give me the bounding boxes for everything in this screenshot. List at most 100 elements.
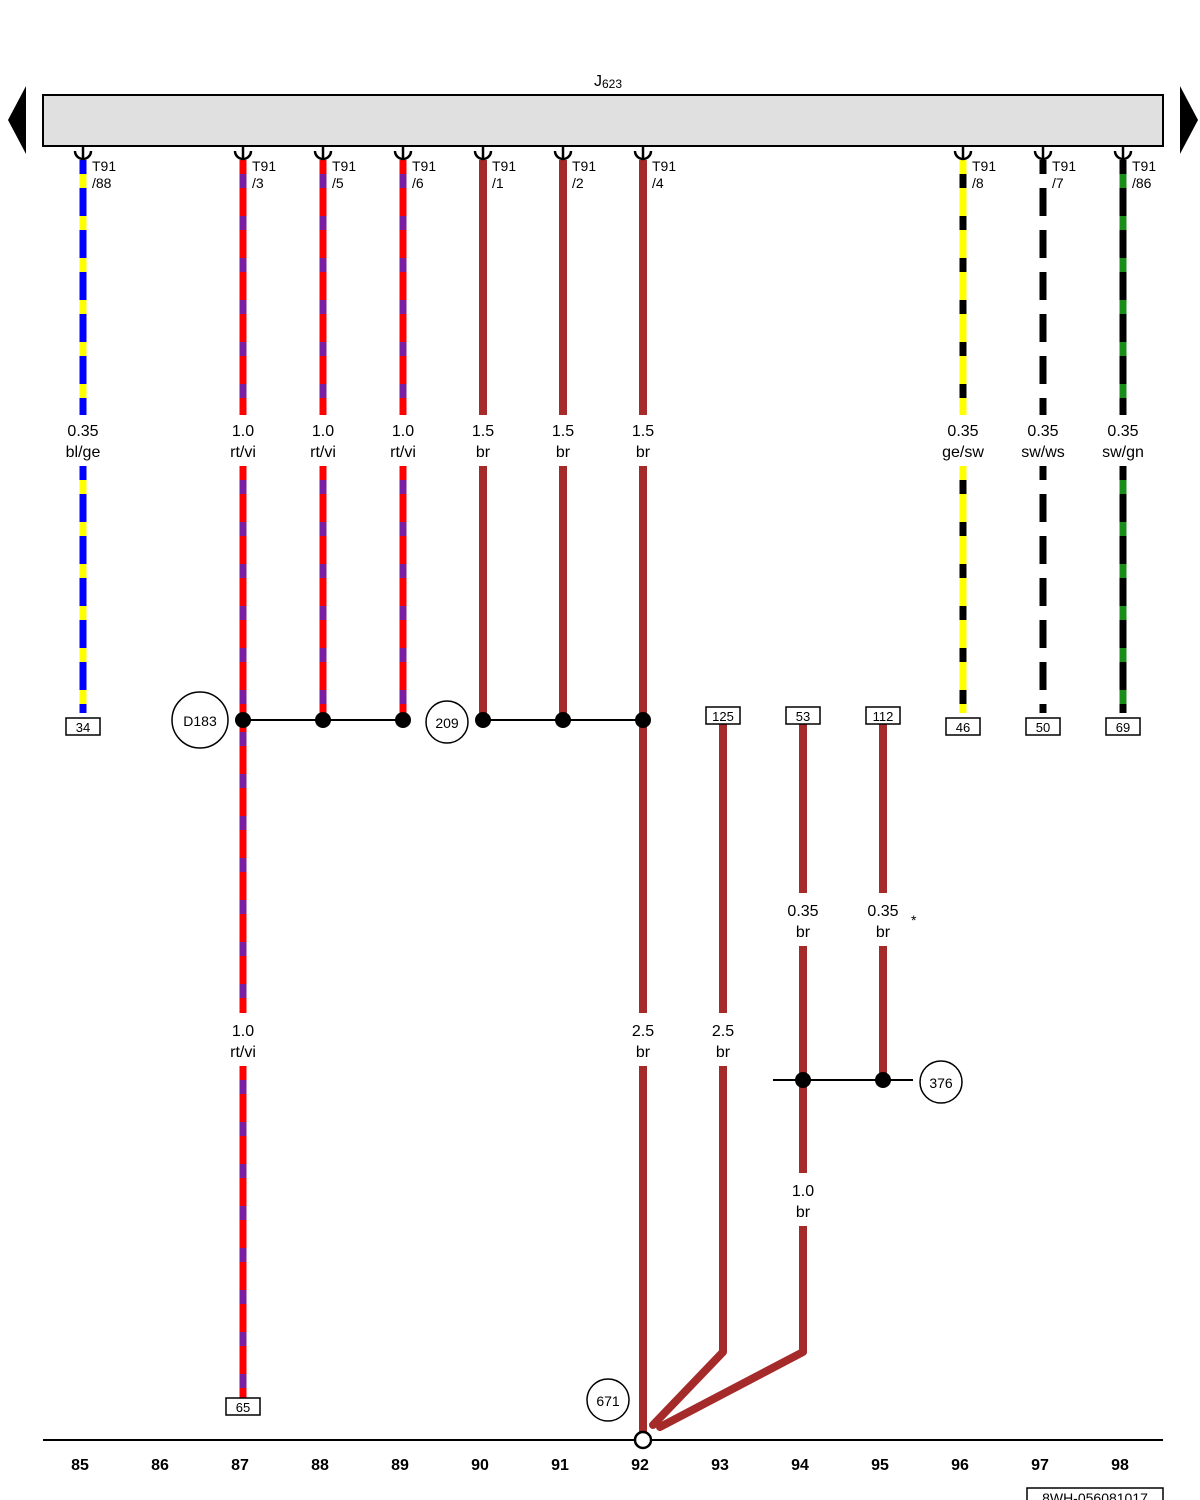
connector-box-label: 53 [796, 709, 810, 724]
connector-box-label: 46 [956, 720, 970, 735]
column-number: 90 [471, 1457, 489, 1474]
wire-label-size: 1.5 [552, 423, 574, 440]
connector-box [785, 706, 821, 725]
previous-page-arrow-icon[interactable] [8, 86, 26, 154]
wire-label-2-size: 1.0 [792, 1183, 814, 1200]
connector-box [225, 1397, 261, 1416]
splice-circle-209 [425, 700, 469, 744]
column-number: 98 [1111, 1457, 1129, 1474]
splice-label-209: 209 [435, 715, 459, 731]
pin-number-label: /2 [572, 175, 584, 191]
wire-label-size: 1.0 [232, 423, 254, 440]
connector-box-label: 112 [873, 709, 894, 724]
wire-label-color: rt/vi [310, 444, 336, 461]
splice-node [795, 1072, 811, 1088]
splice-node [395, 712, 411, 728]
pin-connector-label: T91 [492, 158, 516, 174]
wire-label-size: 0.35 [787, 903, 818, 920]
splice-circle-671 [586, 1378, 630, 1422]
wire-label-size: 0.35 [1027, 423, 1058, 440]
connector-box-label: 65 [236, 1400, 250, 1415]
pin-number-label: /7 [1052, 175, 1064, 191]
column-number: 95 [871, 1457, 889, 1474]
wire-label-size: 0.35 [867, 903, 898, 920]
pin-number-label: /8 [972, 175, 984, 191]
column-number: 94 [791, 1457, 809, 1474]
wire-label-size: 1.0 [392, 423, 414, 440]
wire-label-color: bl/ge [66, 444, 101, 461]
column-number: 88 [311, 1457, 329, 1474]
wire-label-color: br [876, 924, 891, 941]
pin-number-label: /86 [1132, 175, 1152, 191]
module-subscript: 623 [602, 77, 622, 91]
connector-box [1025, 717, 1061, 736]
splice-node [235, 712, 251, 728]
wire-label-size: 1.0 [312, 423, 334, 440]
pin-connector-label: T91 [572, 158, 596, 174]
splice-circle-376 [919, 1060, 963, 1104]
column-number: 91 [551, 1457, 569, 1474]
splice-node [315, 712, 331, 728]
pin-number-label: /88 [92, 175, 112, 191]
connector-box-label: 125 [712, 709, 734, 724]
splice-node [475, 712, 491, 728]
splice-node [875, 1072, 891, 1088]
column-number: 97 [1031, 1457, 1049, 1474]
splice-node [635, 712, 651, 728]
connector-box-label: 69 [1116, 720, 1130, 735]
pin-connector-label: T91 [92, 158, 116, 174]
pin-connector-label: T91 [1132, 158, 1156, 174]
label-layer: T91/880.35bl/ge34T91/31.0rt/vi1.0rt/vi65… [65, 158, 1156, 1416]
wire-label-size: 0.35 [1107, 423, 1138, 440]
pin-connector-label: T91 [652, 158, 676, 174]
module-label: J623 [594, 73, 622, 91]
wire-label-color: sw/gn [1102, 444, 1144, 461]
wire-label-color: rt/vi [390, 444, 416, 461]
next-page-arrow-icon[interactable] [1180, 86, 1198, 154]
pin-number-label: /4 [652, 175, 664, 191]
connector-box [1105, 717, 1141, 736]
pin-number-label: /1 [492, 175, 504, 191]
wire-label-color: br [476, 444, 491, 461]
pin-number-label: /5 [332, 175, 344, 191]
splice-label-376: 376 [929, 1075, 953, 1091]
wire-label-size: 0.35 [947, 423, 978, 440]
column-number: 86 [151, 1457, 169, 1474]
wire-label-size: 1.5 [632, 423, 654, 440]
wire-label-2-color: rt/vi [230, 1044, 256, 1061]
wire-label-2-color: br [796, 1204, 811, 1221]
connector-box [865, 706, 901, 725]
module-name: J [594, 73, 602, 90]
wire-label-color: br [716, 1044, 731, 1061]
wire-label-color: ge/sw [942, 444, 984, 461]
bus-lines [243, 719, 913, 1081]
pin-connector-label: T91 [412, 158, 436, 174]
wire-layer [73, 147, 1133, 1434]
wire-w94-to-ground [656, 1348, 807, 1431]
footer-code: 8WH-056081017 [1042, 1490, 1148, 1500]
wire-label-size: 1.5 [472, 423, 494, 440]
pin-number-label: /6 [412, 175, 424, 191]
wire-label-color: br [556, 444, 571, 461]
column-number: 92 [631, 1457, 649, 1474]
connector-box-label: 34 [76, 720, 90, 735]
module-body [42, 94, 1164, 147]
column-number: 93 [711, 1457, 729, 1474]
wire-label-color: br [636, 444, 651, 461]
wire-label-2-color: br [636, 1044, 651, 1061]
pin-connector-label: T91 [1052, 158, 1076, 174]
control-module: J623 [42, 73, 1164, 147]
splice-labels: D183 209 376 671 [171, 691, 963, 1422]
wire-label-color: rt/vi [230, 444, 256, 461]
wire-label-color: br [796, 924, 811, 941]
wire-label-size: 0.35 [67, 423, 98, 440]
column-number: 96 [951, 1457, 969, 1474]
connector-box [705, 706, 741, 725]
pin-connector-label: T91 [332, 158, 356, 174]
splice-circle-d183 [171, 691, 229, 749]
connector-box [945, 717, 981, 736]
footer-code-box [1026, 1487, 1164, 1500]
column-number: 85 [71, 1457, 89, 1474]
